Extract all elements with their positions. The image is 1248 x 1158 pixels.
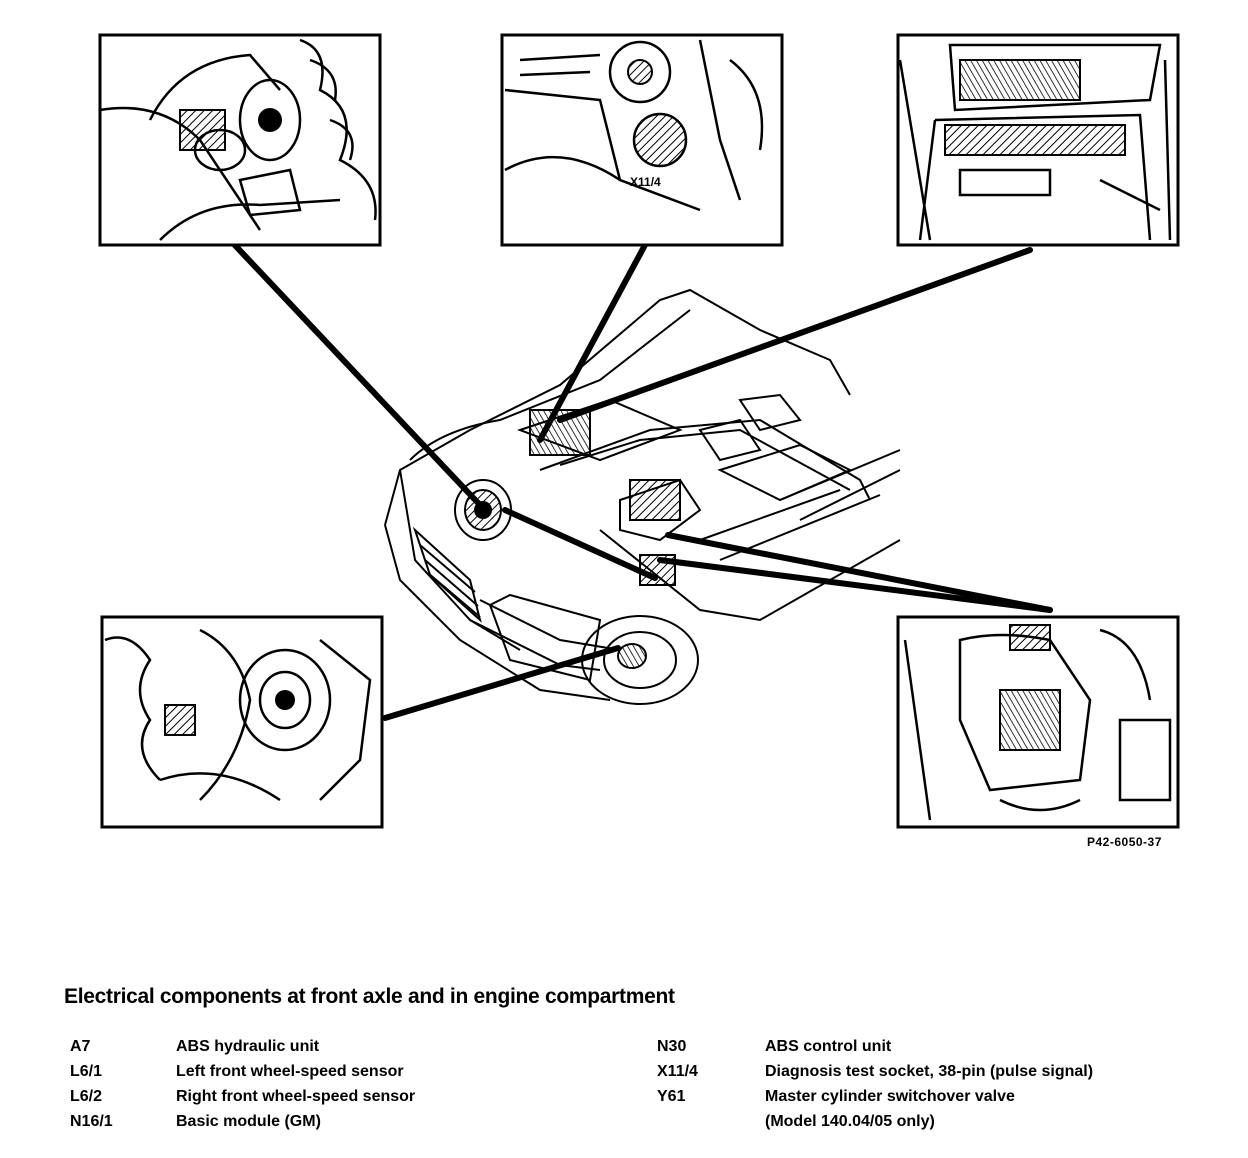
diagnosis-socket-detail: X11/4: [500, 33, 784, 247]
legend-desc: Left front wheel-speed sensor: [176, 1063, 404, 1080]
leader-lines: [227, 237, 1053, 721]
legend-code: N16/1: [70, 1113, 113, 1130]
component-location-diagram: X11/4: [98, 33, 1180, 829]
legend-row: (Model 140.04/05 only): [657, 1109, 1093, 1134]
hydraulic-unit-on-car: [529, 409, 681, 586]
legend-row: L6/2 Right front wheel-speed sensor: [70, 1084, 415, 1109]
legend-code: A7: [70, 1038, 91, 1055]
legend-desc: (Model 140.04/05 only): [765, 1113, 935, 1130]
legend-row: N30 ABS control unit: [657, 1034, 1093, 1059]
legend-row: Y61 Master cylinder switchover valve: [657, 1084, 1093, 1109]
legend-right-column: N30 ABS control unit X11/4 Diagnosis tes…: [657, 1034, 1093, 1134]
figure-code: P42-6050-37: [1087, 835, 1162, 849]
legend-code: Y61: [657, 1088, 686, 1105]
legend-desc: Right front wheel-speed sensor: [176, 1088, 416, 1105]
legend-code: L6/2: [70, 1088, 103, 1105]
legend-code: N30: [657, 1038, 687, 1055]
legend-desc: Diagnosis test socket, 38-pin (pulse sig…: [765, 1063, 1094, 1080]
right-front-wheel: [581, 615, 699, 705]
legend-code: X11/4: [657, 1063, 698, 1080]
legend-desc: ABS hydraulic unit: [176, 1038, 320, 1055]
legend-code: [657, 1109, 765, 1134]
legend-left-column: A7 ABS hydraulic unit L6/1 Left front wh…: [70, 1034, 415, 1134]
basic-module-detail: [896, 33, 1180, 247]
legend-row: X11/4 Diagnosis test socket, 38-pin (pul…: [657, 1059, 1093, 1084]
figure-caption: Electrical components at front axle and …: [64, 985, 675, 1008]
abs-hydraulic-unit-detail: [896, 615, 1180, 829]
legend-row: L6/1 Left front wheel-speed sensor: [70, 1059, 415, 1084]
callout-label-x11-4: X11/4: [630, 175, 661, 189]
left-front-wheel-speed-sensor-detail: [98, 33, 382, 247]
legend-desc: ABS control unit: [765, 1038, 892, 1055]
legend-row: N16/1 Basic module (GM): [70, 1109, 415, 1134]
legend-desc: Master cylinder switchover valve: [765, 1088, 1015, 1105]
legend-code: L6/1: [70, 1063, 103, 1080]
right-front-wheel-speed-sensor-detail: [100, 615, 384, 829]
legend-desc: Basic module (GM): [176, 1113, 321, 1130]
legend-row: A7 ABS hydraulic unit: [70, 1034, 415, 1059]
